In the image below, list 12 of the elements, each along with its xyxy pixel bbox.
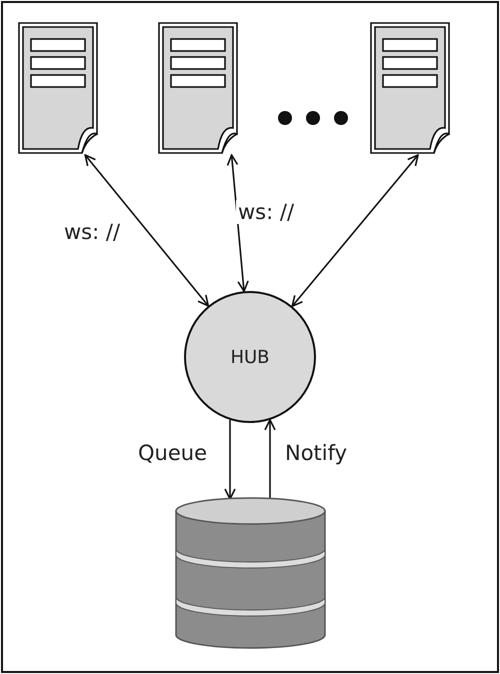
document-drawing xyxy=(370,22,450,154)
arrow xyxy=(291,154,419,308)
arrow xyxy=(226,154,249,292)
node-label: HUB xyxy=(230,346,270,368)
arrow xyxy=(264,419,276,499)
arrow xyxy=(224,420,236,500)
document-drawing xyxy=(158,22,238,154)
database-cylinder xyxy=(175,497,326,649)
edge-label: Queue xyxy=(136,441,209,465)
document-drawing xyxy=(18,22,98,154)
arrow xyxy=(84,154,210,307)
edge-label: ws: // xyxy=(236,200,296,224)
